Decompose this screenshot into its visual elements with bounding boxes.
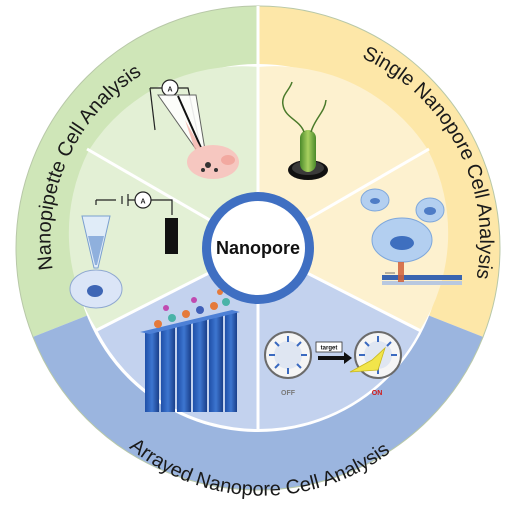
nanopipette-circuit-illustration: A bbox=[69, 191, 178, 309]
single-nanopore-bacterium-illustration bbox=[281, 81, 328, 180]
arrow-icon bbox=[318, 352, 352, 364]
off-label: OFF bbox=[281, 390, 296, 397]
center-disc bbox=[211, 201, 305, 295]
ammeter-label-bottom: A bbox=[140, 199, 145, 206]
target-label: target bbox=[321, 346, 338, 352]
nanopipette-probe-illustration: A bbox=[149, 79, 239, 179]
panel-single-top bbox=[258, 66, 428, 248]
ammeter-label-top: A bbox=[167, 87, 172, 94]
center-label: Nanopore bbox=[216, 238, 300, 258]
on-label: ON bbox=[372, 390, 383, 397]
panel-arrayed-right bbox=[258, 248, 420, 430]
cell bbox=[187, 145, 239, 179]
arrayed-switch-illustration: target OFF ON bbox=[264, 331, 402, 397]
panel-nanopipette-top bbox=[89, 66, 258, 248]
arrayed-nanopore-pillars-illustration bbox=[140, 289, 240, 412]
single-nanopore-cell-illustration bbox=[360, 188, 462, 285]
electrode bbox=[165, 218, 178, 254]
